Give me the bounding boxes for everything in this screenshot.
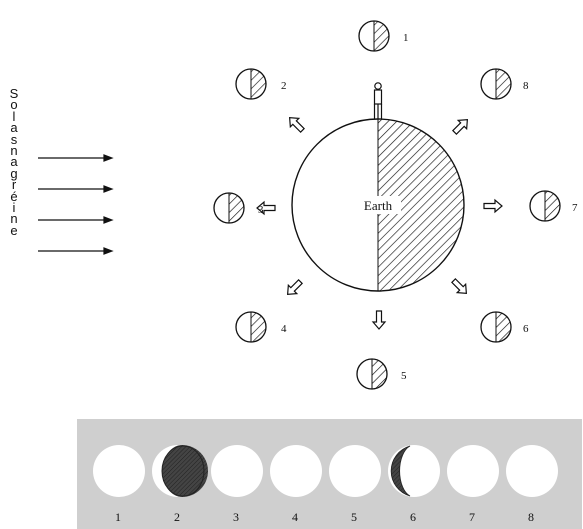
side-label-letter: o: [10, 97, 18, 113]
side-label-letter: a: [10, 154, 18, 170]
moon-position-label: 8: [523, 80, 529, 92]
moon-position-5: 5: [356, 358, 407, 390]
phase-6: 6: [388, 445, 440, 524]
arrow-4: [286, 279, 303, 296]
phase-number: 2: [174, 510, 180, 524]
phase-7: 7: [447, 445, 499, 524]
moon-position-label: 3: [258, 204, 264, 216]
phase-2: 2: [152, 445, 208, 524]
side-label-letter: s: [10, 131, 18, 147]
phase-number: 8: [528, 510, 534, 524]
side-label-letter: i: [12, 200, 16, 216]
moon-position-4: 4: [235, 311, 287, 343]
phase-number: 6: [410, 510, 416, 524]
moon-position-8: 8: [480, 68, 529, 100]
moon-position-2: 2: [235, 68, 287, 100]
side-label-letter: g: [10, 165, 18, 181]
side-label-letter: n: [10, 143, 18, 159]
arrow-2: [288, 116, 305, 133]
phase-number: 5: [351, 510, 357, 524]
phase-3: 3: [211, 445, 263, 524]
arrow-8: [452, 118, 469, 135]
earth-label: Earth: [364, 198, 393, 213]
phase-4: 4: [270, 445, 322, 524]
phase-number: 3: [233, 510, 239, 524]
moon-position-label: 6: [523, 323, 529, 335]
moon-position-label: 5: [401, 370, 407, 382]
phases-panel: 1 2 3 4 5 6 7 8: [77, 419, 582, 529]
side-label-letter: n: [10, 211, 18, 227]
arrow-5: [371, 310, 387, 330]
side-label-letter: e: [10, 222, 18, 238]
side-label-letter: l: [12, 108, 16, 124]
sun-rays: [38, 154, 114, 255]
phase-5: 5: [329, 445, 381, 524]
moon-position-7: 7: [529, 190, 578, 222]
direction-arrows: [256, 116, 503, 330]
phase-8: 8: [506, 445, 558, 524]
moon-position-3: 3: [213, 192, 264, 224]
arrow-6: [451, 278, 468, 295]
side-label-letter: S: [9, 86, 19, 101]
phase-number: 7: [469, 510, 475, 524]
moon-position-1: 1: [358, 20, 409, 52]
earth: Earth: [291, 118, 465, 292]
side-label-letter: a: [10, 120, 18, 136]
moon-position-6: 6: [480, 311, 529, 343]
orbit-moons: 1 2 3 4 5 6 7 8: [213, 20, 578, 390]
moon-position-label: 7: [572, 202, 578, 214]
moon-position-label: 4: [281, 323, 287, 335]
moon-position-label: 2: [281, 80, 287, 92]
phase-number: 4: [292, 510, 298, 524]
moon-position-label: 1: [403, 32, 409, 44]
arrow-7: [483, 198, 503, 214]
arrow-3: [256, 200, 276, 216]
side-label-letter: r: [11, 177, 17, 193]
phase-number: 1: [115, 510, 121, 524]
side-label-letter: é: [10, 188, 18, 204]
observer-figure: [373, 82, 383, 119]
phase-1: 1: [93, 445, 145, 524]
